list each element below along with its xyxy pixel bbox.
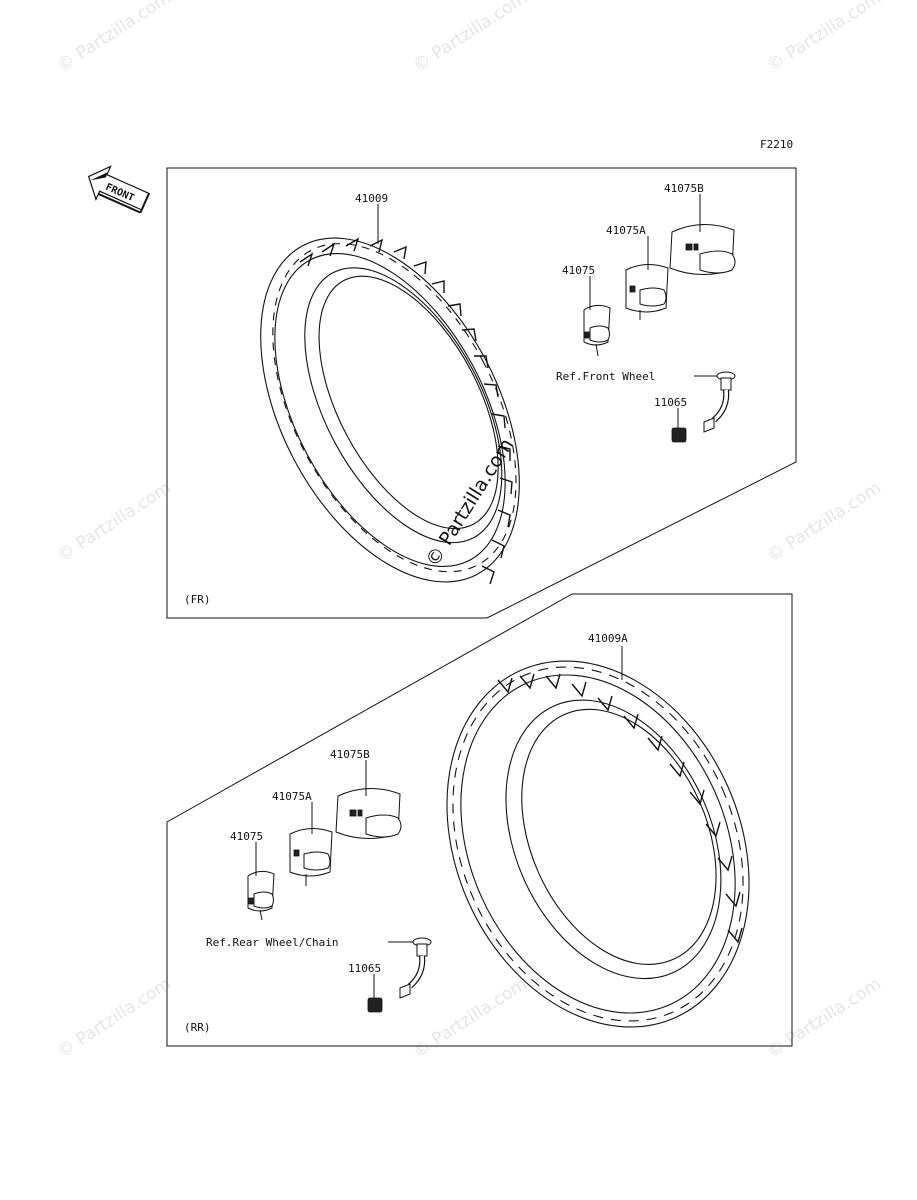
rear-weight-b-label: 41075B	[330, 748, 370, 761]
front-ref-label: Ref.Front Wheel	[556, 370, 655, 383]
rear-weight-a-label: 41075A	[272, 790, 312, 803]
front-weight: 41075	[562, 264, 611, 357]
front-section: (FR) 4	[166, 167, 797, 619]
rear-valve-label: 11065	[348, 962, 381, 975]
front-weight-a: 41075A	[606, 224, 669, 320]
rear-weight-b: 41075B	[330, 748, 402, 840]
front-weight-label: 41075	[562, 264, 595, 277]
rear-tire	[446, 660, 750, 1028]
watermark: © Partzilla.com	[764, 0, 885, 76]
watermark: © Partzilla.com	[54, 0, 175, 76]
rear-valve-icon	[367, 937, 432, 1013]
watermark: © Partzilla.com	[410, 0, 531, 76]
diagram-code: F2210	[760, 138, 793, 151]
front-valve-icon	[671, 371, 736, 443]
front-section-tag: (FR)	[184, 593, 211, 606]
rear-ref-label: Ref.Rear Wheel/Chain	[206, 936, 338, 949]
front-tire	[260, 237, 520, 583]
rear-section-tag: (RR)	[184, 1021, 211, 1034]
watermark: © Partzilla.com	[54, 974, 175, 1062]
watermark: © Partzilla.com	[54, 478, 175, 566]
rear-tire-tread	[497, 673, 743, 944]
rear-tire-label: 41009A	[588, 632, 628, 645]
front-weight-a-label: 41075A	[606, 224, 646, 237]
rear-weight-label: 41075	[230, 830, 263, 843]
rear-weight: 41075	[230, 830, 275, 921]
rear-section: (RR) 41009A	[166, 593, 793, 1047]
front-tire-tread	[299, 237, 513, 585]
watermark: © Partzilla.com	[764, 974, 885, 1062]
front-weight-b-label: 41075B	[664, 182, 704, 195]
front-valve-label: 11065	[654, 396, 687, 409]
front-arrow-icon: FRONT	[87, 165, 150, 214]
rear-weight-a: 41075A	[272, 790, 333, 886]
watermark: © Partzilla.com	[410, 974, 531, 1062]
watermark: © Partzilla.com	[764, 478, 885, 566]
front-tire-label: 41009	[355, 192, 388, 205]
front-weight-b: 41075B	[664, 182, 736, 276]
